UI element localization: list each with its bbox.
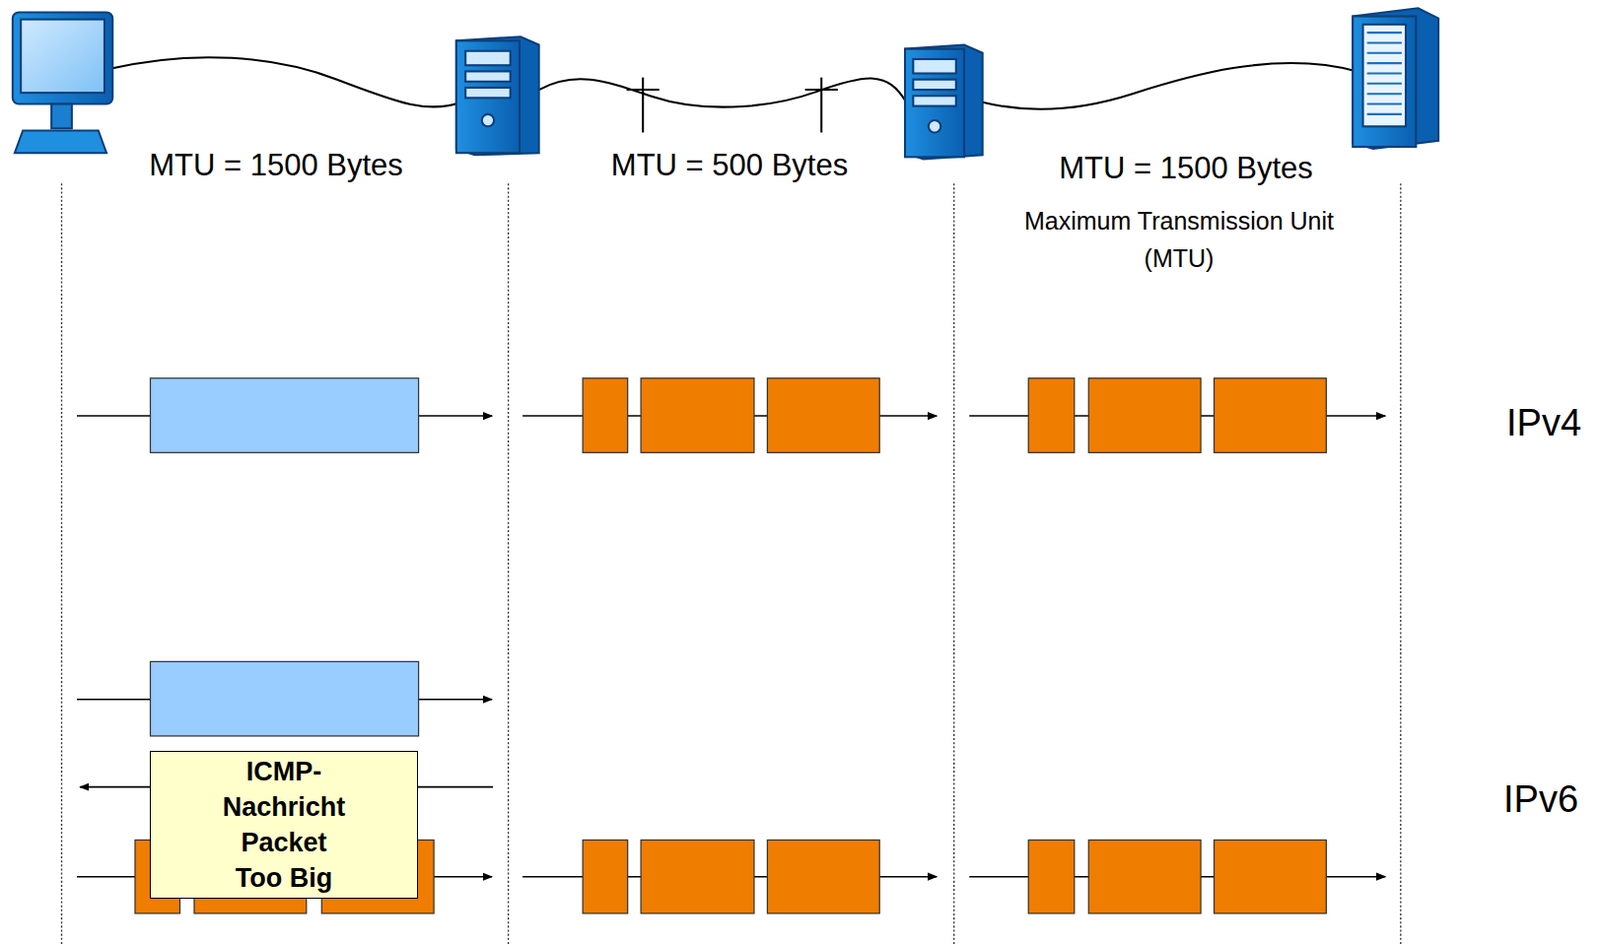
- separator-lines: [62, 183, 1401, 945]
- mtu-label: MTU = 1500 Bytes: [1058, 150, 1314, 187]
- ipv6-packet-rows: [76, 661, 1386, 914]
- router-tower-icon: [904, 45, 983, 160]
- protocol-label: IPv6: [1503, 778, 1579, 823]
- caption-note: Maximum Transmission Unit (MTU): [1001, 202, 1357, 278]
- protocol-label: IPv4: [1506, 402, 1582, 446]
- client-computer-icon: [12, 11, 113, 153]
- cable-terminators: [626, 77, 838, 134]
- mtu-label: MTU = 500 Bytes: [611, 147, 848, 184]
- message-box: ICMP-Nachricht Packet Too Big: [149, 751, 418, 900]
- server-rack-icon: [1352, 7, 1439, 149]
- router-tower-icon: [456, 36, 540, 155]
- network-wires: [107, 57, 1357, 109]
- ipv4-packet-row: [76, 378, 1386, 454]
- mtu-label: MTU = 1500 Bytes: [148, 147, 404, 184]
- message-text: ICMP-Nachricht Packet Too Big: [222, 754, 347, 897]
